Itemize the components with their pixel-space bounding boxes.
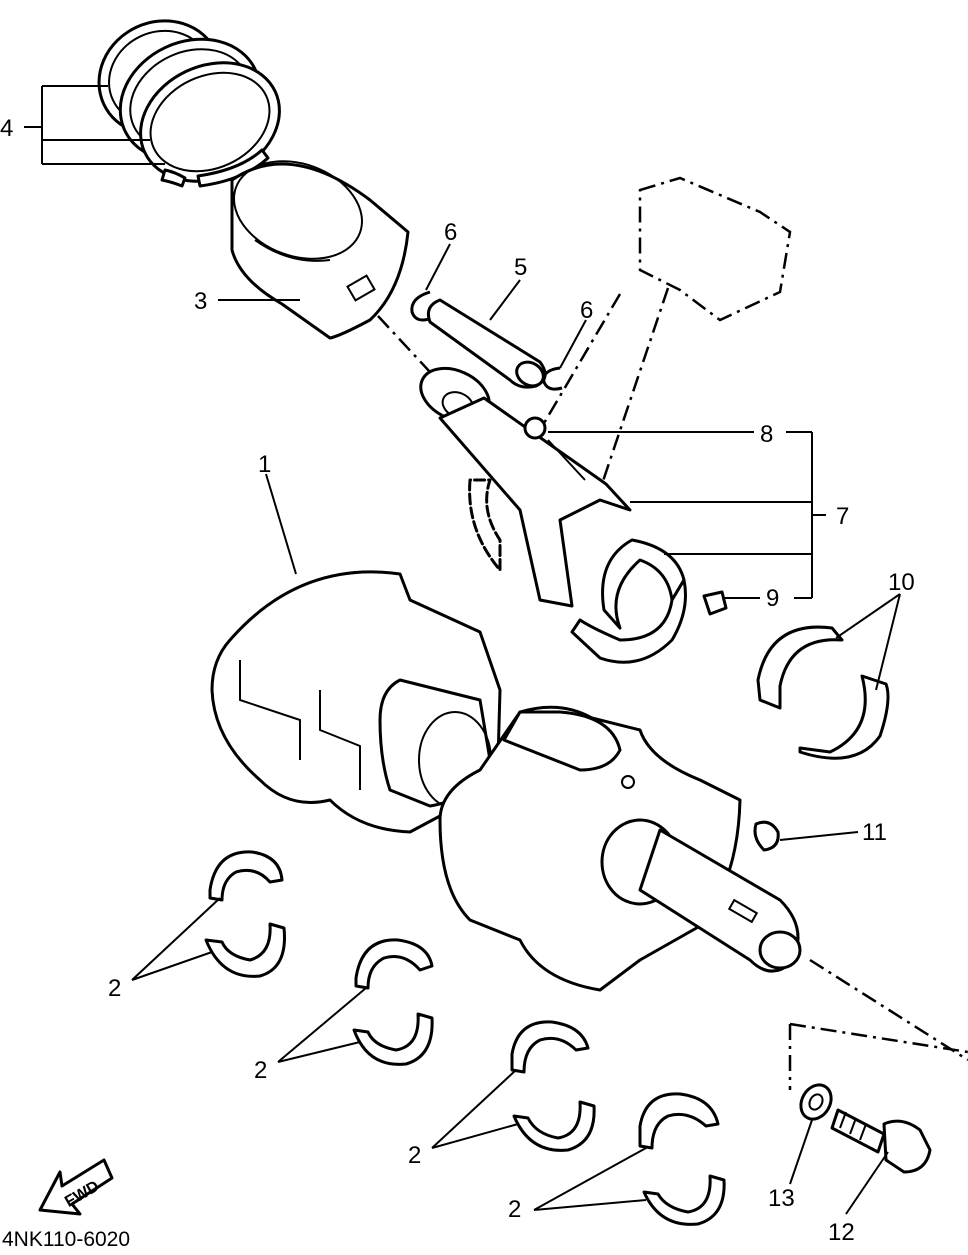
callout-3: 3 — [194, 288, 207, 315]
callout-5: 5 — [514, 254, 527, 281]
callout-4: 4 — [0, 115, 13, 142]
washer — [799, 1083, 833, 1121]
callout-2a: 2 — [108, 975, 121, 1002]
callout-1: 1 — [258, 451, 271, 478]
callout-13: 13 — [768, 1185, 795, 1212]
callout-8: 8 — [760, 421, 773, 448]
crankshaft-right — [438, 705, 968, 1090]
main-bearing-set-1 — [204, 850, 286, 978]
rod-bearings — [570, 538, 728, 664]
main-bearing-set-2 — [352, 938, 434, 1066]
leader-lines — [24, 85, 901, 1215]
callout-9: 9 — [766, 585, 779, 612]
callout-2c: 2 — [408, 1142, 421, 1169]
main-bearing-set-4 — [638, 1092, 726, 1226]
piston — [230, 160, 410, 340]
callout-11: 11 — [862, 819, 887, 846]
callout-12: 12 — [828, 1219, 855, 1246]
piston-pin — [426, 298, 547, 389]
connecting-rod — [377, 176, 792, 608]
callout-2d: 2 — [508, 1196, 521, 1223]
callout-10: 10 — [888, 569, 915, 596]
callout-6b: 6 — [580, 297, 593, 324]
main-bearing-set-3 — [510, 1020, 596, 1152]
callout-2b: 2 — [254, 1057, 267, 1084]
main-bearing-10 — [756, 625, 890, 760]
woodruff-key — [753, 820, 780, 852]
forward-arrow-icon: FWD — [38, 1158, 114, 1216]
piston-rings — [97, 19, 281, 188]
callout-6a: 6 — [444, 219, 457, 246]
circlip-right — [542, 366, 563, 391]
callout-7: 7 — [836, 503, 849, 530]
circlip-left — [410, 290, 433, 322]
bolt — [830, 1108, 932, 1174]
callout-labels: 4 3 6 5 6 1 8 7 9 10 11 2 2 2 2 13 12 — [0, 115, 915, 1246]
diagram-code: 4NK110-6020 — [2, 1228, 130, 1250]
